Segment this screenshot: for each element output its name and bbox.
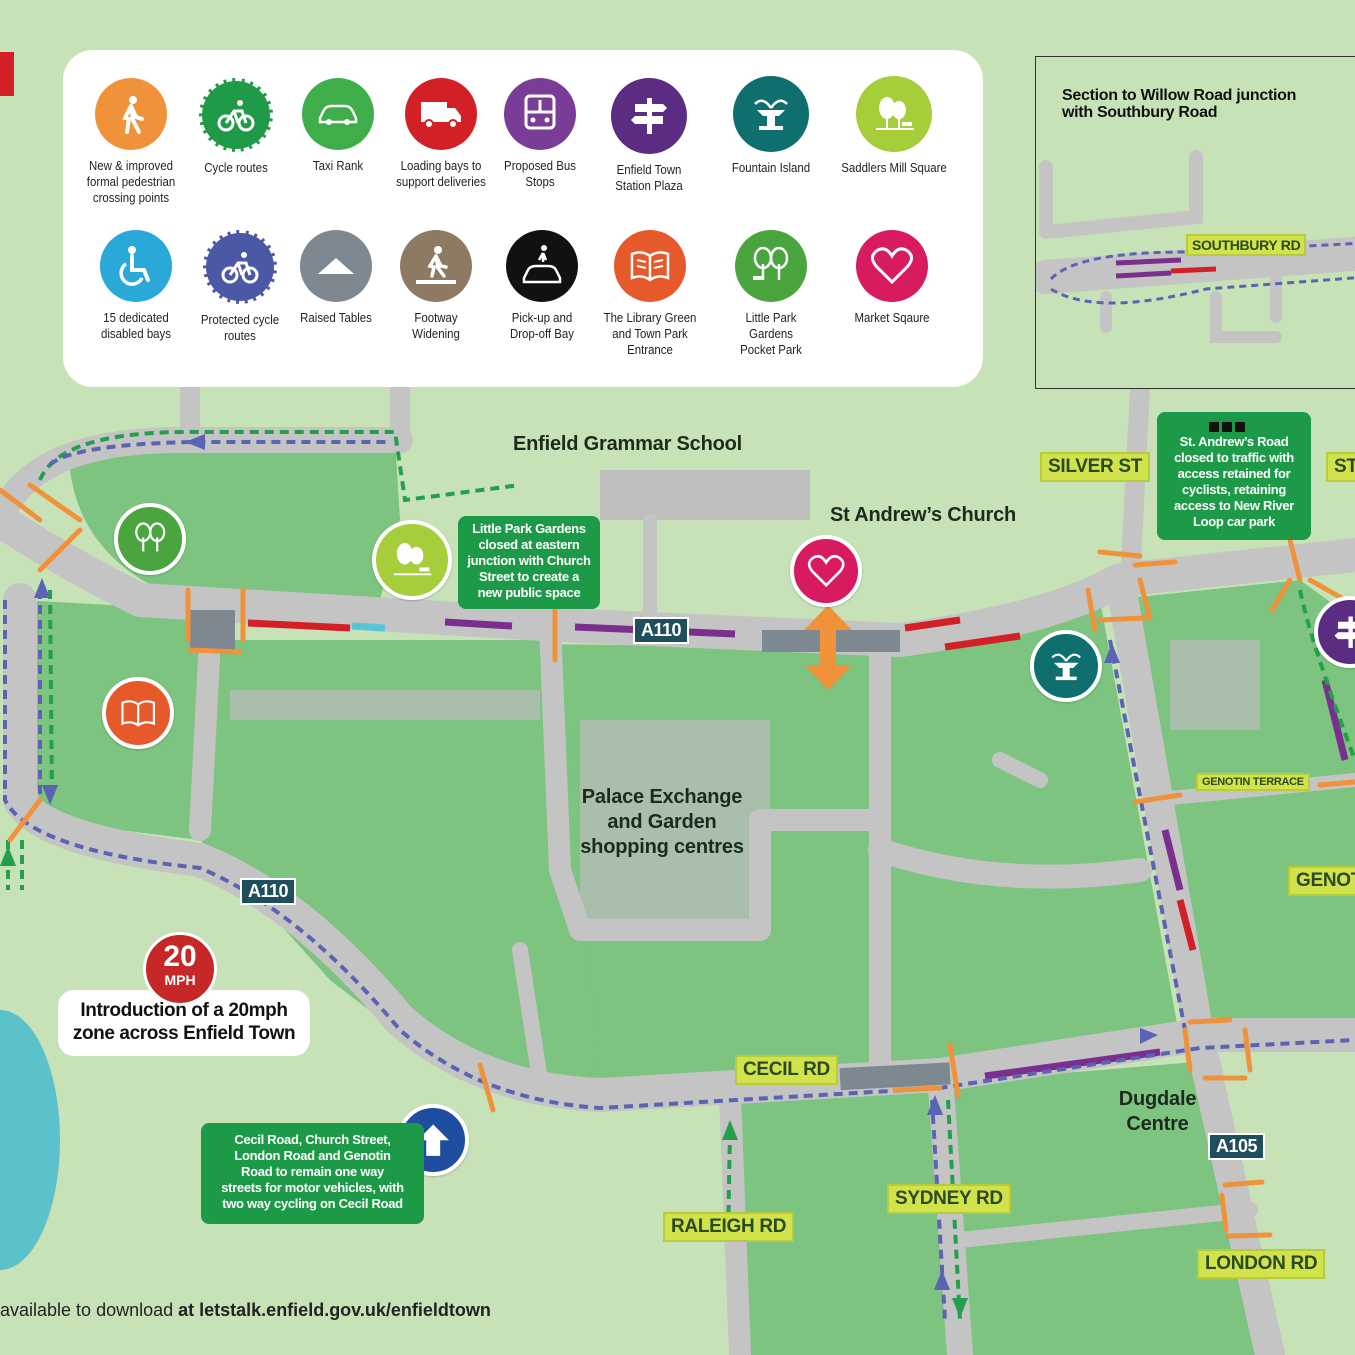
- road-label-sydney-rd: SYDNEY RD: [887, 1184, 1011, 1214]
- road-label-silver-st: SILVER ST: [1040, 452, 1151, 482]
- legend-item-taxi-rank: Taxi Rank: [273, 78, 403, 174]
- three-dots-icon: [1209, 419, 1249, 432]
- bus-icon: [504, 78, 576, 150]
- legend-item-library-green: The Library Green and Town Park Entrance: [585, 230, 715, 358]
- saddlers-mill-square-marker[interactable]: [372, 520, 452, 600]
- legend-item-bus-stops: Proposed Bus Stops: [475, 78, 605, 190]
- legend-label: Cycle routes: [204, 160, 268, 175]
- road-label-a110-west: A110: [240, 878, 297, 905]
- legend-item-fountain-island: Fountain Island: [706, 76, 836, 176]
- wheelchair-icon: [100, 230, 172, 302]
- place-enfield-grammar-school: Enfield Grammar School: [513, 433, 742, 455]
- legend-item-pedestrian-crossing: New & improved formal pedestrian crossin…: [66, 78, 196, 206]
- legend-label: Pick-up and Drop-off Bay: [509, 310, 575, 341]
- legend-item-loading-bays: Loading bays to support deliveries: [376, 78, 506, 190]
- road-label-southbury: SOUTHBURY RD: [1186, 234, 1307, 256]
- library-green-marker[interactable]: [102, 677, 174, 749]
- callout-one-way-streets: Cecil Road, Church Street, London Road a…: [201, 1123, 424, 1224]
- place-dugdale-centre: Dugdale Centre: [1118, 1088, 1197, 1135]
- book-icon: [614, 230, 686, 302]
- legend-label: Protected cycle routes: [200, 312, 280, 343]
- pedestrian-icon: [95, 78, 167, 150]
- map-legend: New & improved formal pedestrian crossin…: [63, 50, 983, 387]
- truck-icon: [405, 78, 477, 150]
- fountain-island-marker[interactable]: [1030, 630, 1102, 702]
- taxi-icon: [302, 78, 374, 150]
- road-label-genotin: GENOT: [1288, 866, 1355, 896]
- callout-little-park-gardens: Little Park Gardens closed at eastern ju…: [458, 516, 600, 609]
- legend-item-station-plaza: Enfield Town Station Plaza: [584, 78, 714, 194]
- legend-item-pickup-dropoff: Pick-up and Drop-off Bay: [477, 230, 607, 342]
- footer-download-note: available to download at letstalk.enfiel…: [0, 1300, 491, 1321]
- inset-road-drawing: [1036, 150, 1355, 343]
- legend-label: 15 dedicated disabled bays: [101, 310, 171, 341]
- legend-label: Raised Tables: [300, 310, 372, 325]
- signpost-icon: [1334, 616, 1355, 648]
- callout-st-andrews-road: St. Andrew’s Road closed to traffic with…: [1157, 412, 1311, 540]
- legend-label: Enfield Town Station Plaza: [615, 162, 683, 193]
- heart-icon: [856, 230, 928, 302]
- place-palace-exchange: Palace Exchange and Garden shopping cent…: [580, 786, 744, 858]
- road-label-genotin-terrace: GENOTIN TERRACE: [1196, 773, 1310, 791]
- market-square-marker[interactable]: [790, 535, 862, 607]
- legend-item-footway-widening: Footway Widening: [371, 230, 501, 342]
- signpost-icon: [611, 78, 687, 154]
- legend-label: Little Park Gardens Pocket Park: [740, 310, 802, 357]
- fountain-icon: [733, 76, 809, 152]
- legend-label: Taxi Rank: [312, 158, 364, 173]
- book-icon: [121, 700, 155, 727]
- footway-icon: [400, 230, 472, 302]
- legend-item-disabled-bays: 15 dedicated disabled bays: [71, 230, 201, 342]
- inset-map: Section to Willow Road junction with Sou…: [1035, 56, 1355, 389]
- little-park-gardens-marker[interactable]: [114, 503, 186, 575]
- road-label-london-rd: LONDON RD: [1197, 1249, 1326, 1279]
- legend-item-protected-cycle-routes: Protected cycle routes: [175, 230, 305, 344]
- protected-cycle-icon: [203, 230, 277, 304]
- arrow-up-icon: [417, 1124, 449, 1156]
- park-icon: [134, 522, 166, 552]
- legend-item-raised-tables: Raised Tables: [271, 230, 401, 326]
- trees-icon: [394, 543, 432, 576]
- legend-item-cycle-routes: Cycle routes: [171, 78, 301, 176]
- logo-mark: [0, 52, 14, 96]
- pickup-icon: [506, 230, 578, 302]
- legend-label: Fountain Island: [731, 160, 811, 175]
- place-st-andrews-church: St Andrew’s Church: [830, 504, 1017, 526]
- legend-item-market-square: Market Sqaure: [827, 230, 957, 326]
- trees-icon: [856, 76, 932, 152]
- legend-label: Loading bays to support deliveries: [396, 158, 486, 189]
- road-label-a105: A105: [1208, 1133, 1266, 1160]
- fountain-icon: [1051, 653, 1081, 680]
- cycle-icon: [199, 78, 273, 152]
- speed-limit-badge: 20 MPH: [143, 932, 217, 1006]
- inset-title: Section to Willow Road junction with Sou…: [1062, 87, 1297, 121]
- legend-label: Saddlers Mill Square: [841, 160, 947, 175]
- legend-item-little-park-gardens: Little Park Gardens Pocket Park: [706, 230, 836, 358]
- road-label-raleigh-rd: RALEIGH RD: [663, 1212, 795, 1242]
- legend-label: Proposed Bus Stops: [504, 158, 576, 189]
- road-label-a110-north: A110: [633, 617, 690, 644]
- legend-item-saddlers-mill-square: Saddlers Mill Square: [829, 76, 959, 176]
- footer-prefix: available to download: [0, 1300, 179, 1320]
- legend-label: Footway Widening: [412, 310, 460, 341]
- legend-label: The Library Green and Town Park Entrance: [603, 310, 697, 357]
- road-label-cecil-rd: CECIL RD: [735, 1055, 838, 1085]
- park-icon: [735, 230, 807, 302]
- legend-label: New & improved formal pedestrian crossin…: [86, 158, 176, 205]
- footer-link[interactable]: at letstalk.enfield.gov.uk/enfieldtown: [178, 1300, 491, 1320]
- raised-table-icon: [300, 230, 372, 302]
- heart-icon: [807, 554, 845, 587]
- speed-limit-number: 20: [163, 940, 197, 973]
- legend-label: Market Sqaure: [854, 310, 930, 325]
- road-label-st: ST: [1326, 452, 1355, 482]
- speed-limit-unit: MPH: [164, 972, 196, 988]
